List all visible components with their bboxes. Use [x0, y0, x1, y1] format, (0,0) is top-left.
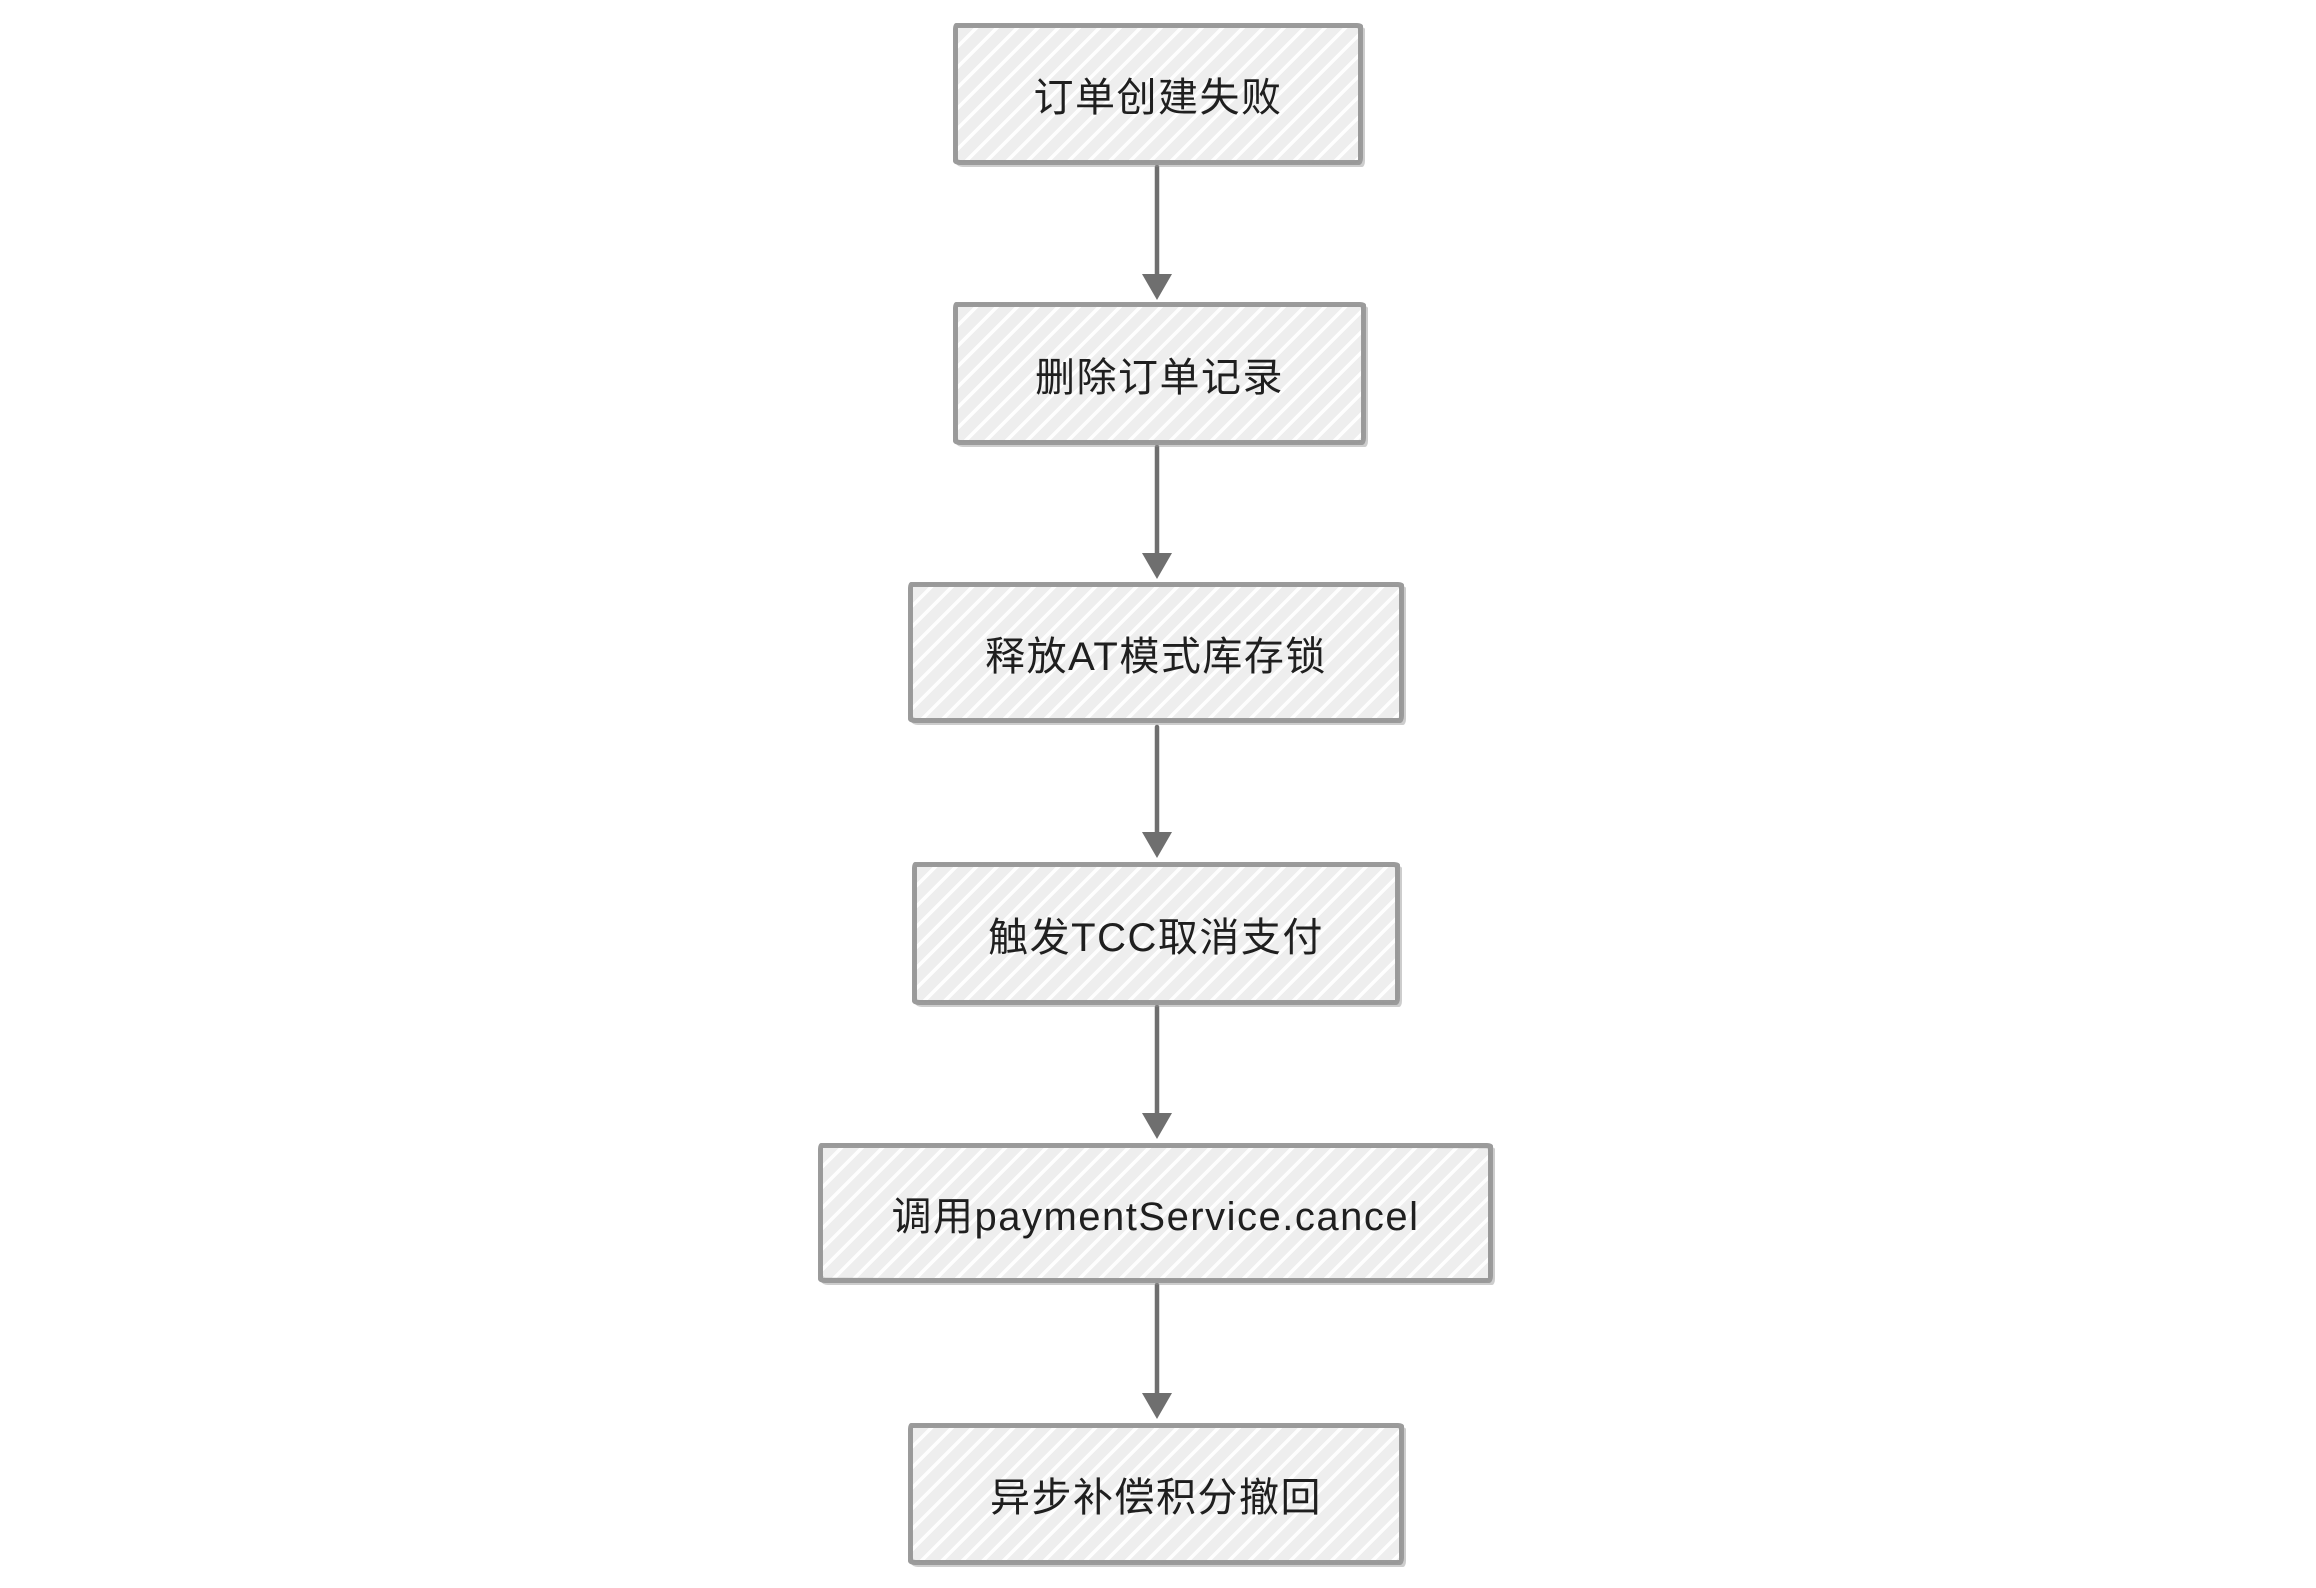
flow-arrow-5	[1142, 1282, 1172, 1419]
flow-arrow-2	[1142, 444, 1172, 579]
node-label: 删除订单记录	[1035, 355, 1284, 400]
node-label: 调用paymentService.cancel	[891, 1195, 1420, 1239]
node-label: 触发TCC取消支付	[988, 915, 1324, 960]
node-trigger-tcc-cancel-payment: 触发TCC取消支付	[912, 862, 1400, 1005]
node-label: 异步补偿积分撤回	[990, 1476, 1322, 1520]
node-call-payment-service-cancel: 调用paymentService.cancel	[818, 1143, 1493, 1283]
flow-arrow-4	[1142, 1004, 1172, 1139]
node-order-creation-failed: 订单创建失败	[953, 23, 1363, 165]
node-label: 订单创建失败	[1033, 76, 1283, 120]
flow-arrow-3	[1142, 724, 1172, 858]
node-label: 释放AT模式库存锁	[985, 634, 1327, 679]
flow-arrow-1	[1142, 164, 1172, 300]
node-delete-order-record: 删除订单记录	[953, 302, 1366, 445]
node-release-at-inventory-lock: 释放AT模式库存锁	[908, 582, 1404, 723]
node-async-compensate-points-rollback: 异步补偿积分撤回	[908, 1423, 1404, 1565]
